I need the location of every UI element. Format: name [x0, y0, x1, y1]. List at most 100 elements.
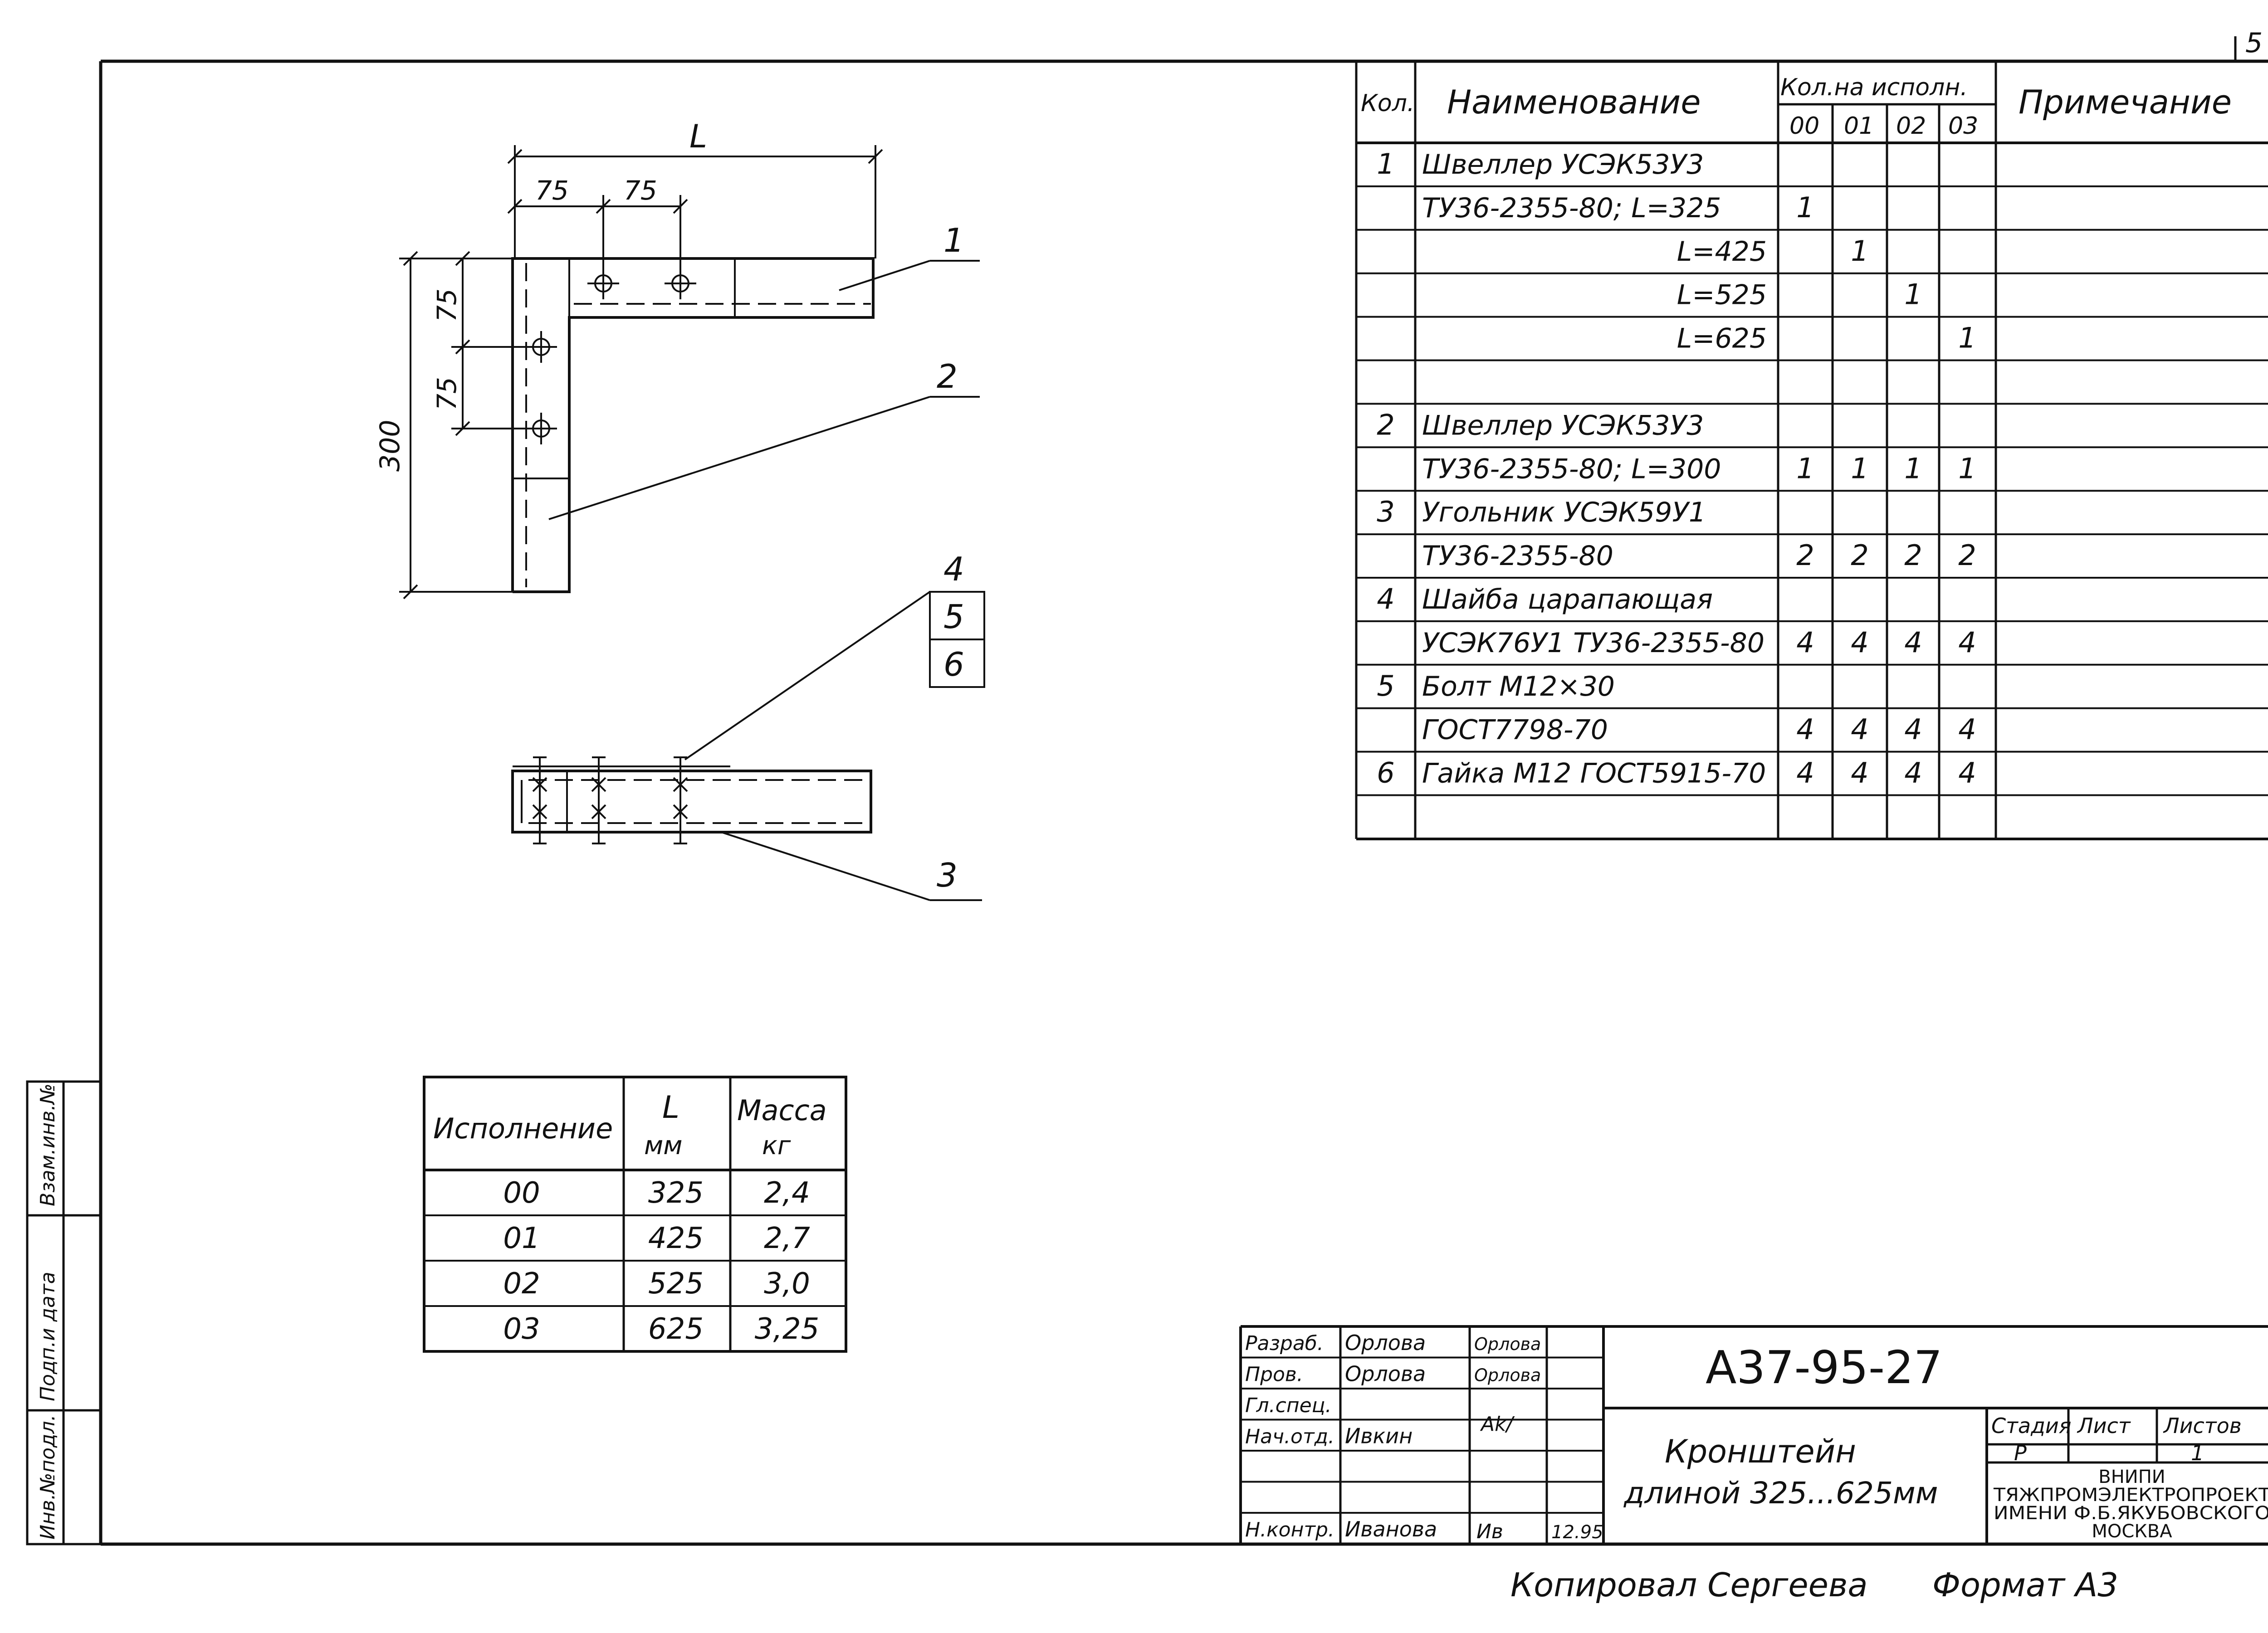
variant-code: 00: [503, 1176, 540, 1210]
spec-header-qty-per-variant: Кол.на исполн.: [1780, 74, 1968, 101]
strip-label-inv-original: Инв.№подл.: [36, 1414, 59, 1540]
spec-row-name: Гайка М12 ГОСТ5915-70: [1422, 758, 1766, 790]
title-block-signature: Орлова: [1474, 1365, 1541, 1385]
variant-mass: 2,4: [764, 1176, 810, 1210]
callout-4: 4: [943, 550, 964, 588]
spec-row-name: ГОСТ7798-70: [1422, 714, 1608, 746]
sheets-value: 1: [2191, 1441, 2204, 1465]
spec-row-quantity: 1: [1851, 234, 1868, 268]
spec-row-quantity: 2: [1904, 539, 1922, 572]
spec-row-quantity: 4: [1796, 713, 1814, 746]
callout-1: 1: [943, 221, 964, 259]
spec-row-quantity: 1: [1958, 452, 1976, 485]
spec-row-quantity: 4: [1958, 756, 1976, 790]
spec-row-name: Угольник УСЭК59У1: [1422, 497, 1706, 528]
title-block-role: Пров.: [1245, 1363, 1303, 1386]
stage-label: Стадия: [1991, 1414, 2071, 1438]
dimension-75-vertical-top: 75: [431, 288, 462, 322]
spec-header-variant-01: 01: [1844, 112, 1874, 140]
spec-row-quantity: 2: [1958, 539, 1976, 572]
strip-label-sign-date: Подп.и дата: [36, 1272, 59, 1401]
spec-row-name: Швеллер УСЭК53У3: [1422, 149, 1704, 180]
document-number: А37-95-27: [1706, 1341, 1942, 1394]
document-title-line1: Кронштейн: [1665, 1433, 1856, 1470]
signature-ivanova: Ив: [1476, 1520, 1503, 1543]
sheet-label: Лист: [2077, 1414, 2131, 1438]
organization-line2: ТЯЖПРОМЭЛЕКТРОПРОЕКТ: [1993, 1485, 2268, 1506]
variant-length: 325: [648, 1176, 704, 1210]
spec-row-quantity: 4: [1958, 713, 1976, 746]
page-number: 5: [2245, 27, 2263, 59]
variant-code: 02: [503, 1267, 540, 1301]
spec-row-name: L=625: [1677, 323, 1767, 355]
spec-row-quantity: 4: [1851, 626, 1868, 659]
organization-line4: МОСКВА: [2092, 1521, 2172, 1542]
bracket-top-view: [511, 257, 875, 593]
spec-row-position: 3: [1377, 495, 1394, 528]
variant-length: 525: [648, 1267, 704, 1301]
spec-row-quantity: 2: [1851, 539, 1868, 572]
variant-length: 625: [648, 1312, 704, 1346]
left-strip: [26, 1080, 102, 1545]
variant-length: 425: [648, 1222, 704, 1255]
title-block-date: 12.95: [1551, 1522, 1603, 1543]
spec-table-row-lines: [1356, 185, 2268, 796]
dimension-lines: [399, 145, 883, 600]
document-title-line2: длиной 325...625мм: [1623, 1476, 1938, 1511]
spec-row-name: Шайба царапающая: [1422, 584, 1713, 615]
title-block-name: Иванова: [1345, 1517, 1437, 1541]
variant-mass: 2,7: [764, 1222, 810, 1255]
organization-line3: ИМЕНИ Ф.Б.ЯКУБОВСКОГО: [1994, 1503, 2268, 1524]
spec-row-quantity: 4: [1904, 756, 1922, 790]
sheet-format: Формат А3: [1932, 1566, 2118, 1604]
spec-header-variant-00: 00: [1789, 112, 1819, 140]
callout-2: 2: [937, 357, 958, 395]
sheet-frame: [99, 36, 2268, 1546]
spec-row-quantity: 1: [1796, 452, 1814, 485]
title-block-signature: Орлова: [1474, 1334, 1541, 1354]
strip-label-replaced-inv: Взам.инв.№: [36, 1083, 59, 1206]
bolts-side-view: [532, 756, 688, 844]
spec-row-name: ТУ36-2355-80; L=300: [1422, 453, 1721, 485]
copied-by: Копировал Сергеева: [1510, 1566, 1868, 1604]
spec-row-quantity: 1: [1904, 452, 1922, 485]
spec-header-note: Примечание: [2019, 83, 2232, 121]
dimension-75-horizontal-left: 75: [535, 175, 569, 206]
sheets-label: Листов: [2163, 1414, 2242, 1438]
title-block-role: Гл.спец.: [1245, 1394, 1332, 1417]
title-block-grid: [1239, 1325, 2268, 1544]
spec-header-qty: Кол.: [1361, 90, 1415, 117]
variant-mass: 3,0: [764, 1267, 810, 1301]
spec-row-name: ТУ36-2355-80; L=325: [1422, 192, 1721, 224]
spec-row-quantity: 1: [1851, 452, 1868, 485]
spec-row-name: L=425: [1677, 236, 1767, 268]
spec-row-quantity: 4: [1851, 713, 1868, 746]
spec-row-name: УСЭК76У1 ТУ36-2355-80: [1422, 627, 1765, 659]
variant-code: 03: [503, 1312, 540, 1346]
variants-header-mass: Масса: [737, 1094, 827, 1127]
stage-value: Р: [2014, 1441, 2027, 1465]
dimension-75-vertical-bottom: 75: [431, 377, 462, 410]
variants-header-mass-unit: кг: [762, 1131, 791, 1160]
spec-header-variant-03: 03: [1948, 112, 1978, 140]
variants-header-length-unit: мм: [644, 1131, 683, 1160]
spec-row-name: Швеллер УСЭК53У3: [1422, 409, 1704, 441]
dimension-75-horizontal-right: 75: [624, 175, 657, 206]
title-block-role: Разраб.: [1245, 1332, 1324, 1355]
variant-mass: 3,25: [755, 1312, 820, 1346]
dimension-L: L: [689, 118, 707, 155]
bolt-holes: [525, 268, 696, 444]
organization-line1: ВНИПИ: [2098, 1467, 2165, 1487]
spec-row-quantity: 4: [1904, 713, 1922, 746]
dimension-300: 300: [374, 419, 406, 472]
spec-row-quantity: 4: [1851, 756, 1868, 790]
spec-row-quantity: 4: [1904, 626, 1922, 659]
variants-table-grid: [423, 1076, 847, 1353]
spec-row-position: 1: [1377, 147, 1394, 180]
spec-row-quantity: 1: [1904, 278, 1922, 311]
variants-header-variant: Исполнение: [433, 1112, 613, 1145]
spec-row-quantity: 4: [1958, 626, 1976, 659]
